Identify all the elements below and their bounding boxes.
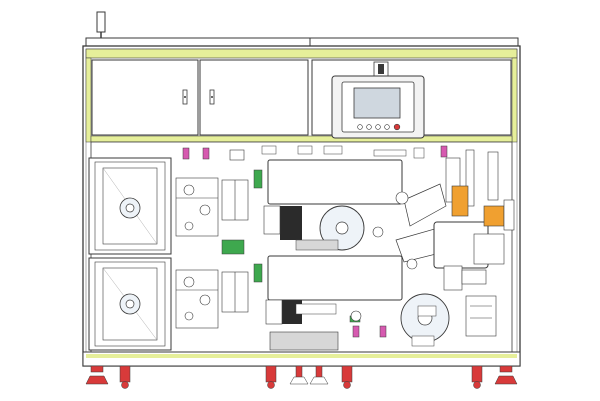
cabinet-door-left (91, 59, 199, 136)
process-box (280, 206, 302, 240)
process-cover-lower (265, 255, 403, 351)
hmi-button (375, 124, 381, 130)
hmi-button (384, 124, 390, 130)
unwind-station-lower (88, 257, 172, 351)
web-guide-lower (175, 269, 249, 329)
base-block (269, 331, 339, 351)
unwind-station-upper (88, 157, 172, 255)
cabinet-door-middle (199, 59, 309, 136)
hmi-button (357, 124, 363, 130)
terminal-blocks (221, 169, 361, 323)
process-cover-upper (263, 159, 403, 251)
hmi-estop (393, 123, 401, 131)
upper-cabinet (91, 59, 512, 136)
top-cap (85, 37, 519, 47)
right-mechanism (445, 149, 515, 337)
leveling-foot-icon (85, 365, 518, 389)
small-parts (261, 145, 437, 347)
web-guide-upper (175, 177, 249, 237)
accent-band (85, 48, 518, 59)
rewind-station (372, 183, 450, 343)
hmi-screen (353, 87, 401, 119)
pneumatic-valves (182, 145, 448, 338)
hmi-panel-icon (331, 61, 425, 139)
hmi-button (366, 124, 372, 130)
